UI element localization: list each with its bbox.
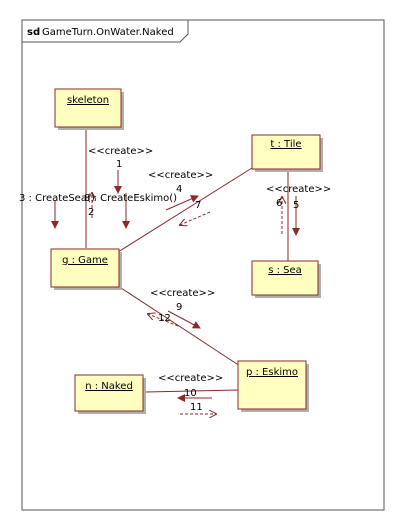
diagram-frame	[21, 19, 385, 511]
object-game[interactable]: g : Game	[50, 248, 122, 290]
frame-title: GameTurn.OnWater.Naked	[42, 27, 174, 38]
message-4-label: 4	[176, 184, 182, 195]
object-sea[interactable]: s : Sea	[251, 260, 321, 298]
message-5-label: 5	[293, 200, 299, 211]
message-7-return	[180, 211, 211, 225]
object-tile[interactable]: t : Tile	[251, 134, 323, 172]
create-label-naked: <<create>>	[158, 373, 223, 384]
svg-text:p : Eskimo: p : Eskimo	[246, 367, 298, 378]
message-3-label: 3 : CreateSea()	[19, 193, 95, 204]
message-12-label: 12	[158, 313, 171, 324]
message-8-label: 8 : CreateEskimo()	[84, 193, 177, 204]
message-10-label: 10	[184, 388, 197, 399]
create-label-sea: <<create>>	[266, 184, 331, 195]
svg-text:n : Naked: n : Naked	[85, 381, 133, 392]
frame-title-tab	[22, 19, 189, 43]
create-label-tile: <<create>>	[148, 170, 213, 181]
message-6-label: 6	[276, 198, 282, 209]
link-game-eskimo	[117, 285, 241, 367]
object-skeleton[interactable]: skeleton	[54, 88, 124, 130]
message-12-return	[148, 314, 179, 327]
svg-text:skeleton: skeleton	[67, 95, 109, 106]
message-1-label: 1	[116, 159, 122, 170]
svg-text:g : Game: g : Game	[62, 255, 108, 266]
object-eskimo[interactable]: p : Eskimo	[237, 360, 309, 412]
message-9-label: 9	[176, 302, 182, 313]
create-label-eskimo: <<create>>	[150, 288, 215, 299]
message-7-label: 7	[195, 200, 201, 211]
message-2-label: 2	[88, 207, 94, 218]
link-eskimo-naked	[145, 389, 239, 393]
message-4-arrow	[165, 195, 199, 211]
frame-prefix: sd	[27, 27, 40, 38]
svg-text:t : Tile: t : Tile	[270, 139, 301, 150]
create-label-skeleton: <<create>>	[88, 146, 153, 157]
message-11-label: 11	[190, 402, 203, 413]
svg-text:s : Sea: s : Sea	[268, 265, 302, 276]
link-game-tile	[117, 167, 253, 253]
message-9-arrow	[167, 310, 201, 329]
object-naked[interactable]: n : Naked	[74, 374, 146, 414]
